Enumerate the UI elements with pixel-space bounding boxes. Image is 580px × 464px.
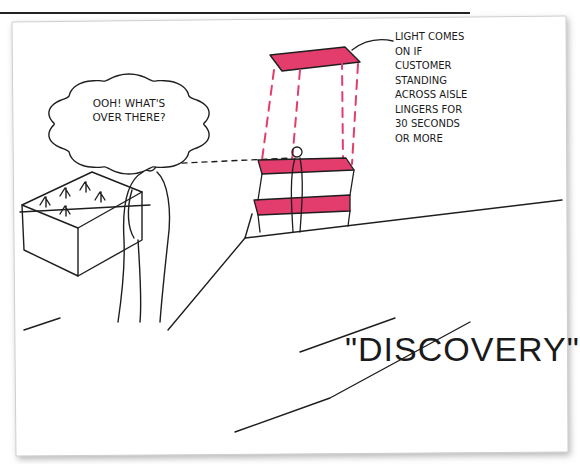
light-beam: [352, 64, 358, 164]
floor-line: [24, 318, 60, 330]
page-rule: [0, 12, 470, 14]
far-shopper-head: [292, 147, 302, 157]
shelf-frame: [258, 170, 354, 232]
lit-shelf: [258, 158, 354, 174]
aisle-line: [245, 214, 252, 238]
light-beam: [262, 70, 274, 160]
product-marks: [40, 182, 105, 216]
cloud-outline: [46, 74, 212, 174]
shopper-leg: [138, 240, 141, 322]
shopper-body: [157, 172, 170, 322]
aisle-line: [168, 200, 562, 330]
shopper-arm: [128, 190, 134, 238]
callout-note: LIGHT COMES ON IF CUSTOMER STANDING ACRO…: [395, 30, 475, 146]
far-shopper-body: [291, 158, 302, 232]
cloud-path: [49, 74, 209, 174]
floor-line: [20, 205, 150, 212]
shopper-body: [118, 172, 143, 322]
light-canopy: [270, 47, 360, 71]
display-bin: [22, 205, 78, 276]
leader-line: [352, 40, 393, 50]
light-beam: [342, 60, 343, 160]
thought-text: OOH! WHAT'S OVER THERE?: [80, 96, 178, 124]
thought-bubble: OOH! WHAT'S OVER THERE?: [46, 74, 212, 174]
sketch-card: [12, 16, 568, 456]
sketch-title: "DISCOVERY": [345, 330, 580, 369]
